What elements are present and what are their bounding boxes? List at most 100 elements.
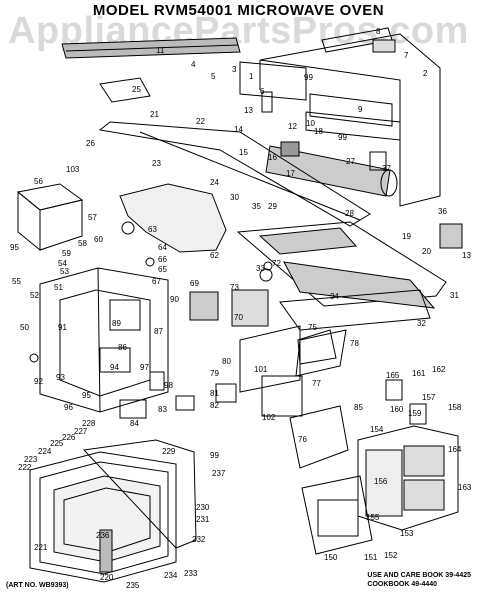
callout-83: 83: [158, 405, 167, 414]
callout-19: 19: [402, 232, 411, 241]
callout-58: 58: [78, 239, 87, 248]
callout-24: 24: [210, 178, 219, 187]
callout-18: 18: [314, 127, 323, 136]
callout-53: 53: [60, 267, 69, 276]
callout-60: 60: [94, 235, 103, 244]
callout-228: 228: [82, 419, 96, 428]
transformer: [189, 291, 219, 321]
callout-77: 77: [312, 379, 321, 388]
callout-35: 35: [252, 202, 261, 211]
callout-70: 70: [234, 313, 243, 322]
callout-65: 65: [158, 265, 167, 274]
callout-236: 236: [96, 531, 110, 540]
callout-72: 72: [272, 259, 281, 268]
callout-155: 155: [366, 513, 380, 522]
callout-27: 27: [346, 157, 355, 166]
callout-232: 232: [192, 535, 206, 544]
callout-81: 81: [210, 389, 219, 398]
callout-97: 97: [140, 363, 149, 372]
callout-31: 31: [450, 291, 459, 300]
callout-92: 92: [34, 377, 43, 386]
callout-220: 220: [100, 573, 114, 582]
inner-chamber: [239, 61, 401, 141]
callout-237: 237: [212, 469, 226, 478]
callout-150: 150: [324, 553, 338, 562]
callout-78: 78: [350, 339, 359, 348]
small-parts: [29, 77, 463, 425]
callout-99b: 99: [338, 133, 347, 142]
cookbook: COOKBOOK 49-4440: [367, 581, 438, 588]
fan-shroud: [119, 183, 227, 253]
side-panel: [289, 405, 349, 469]
callout-15: 15: [239, 148, 248, 157]
callout-94: 94: [110, 363, 119, 372]
callout-66: 66: [158, 255, 167, 264]
callout-50: 50: [20, 323, 29, 332]
callout-11: 11: [156, 46, 165, 55]
callout-67: 67: [152, 277, 161, 286]
callout-159: 159: [408, 409, 422, 418]
callout-85: 85: [354, 403, 363, 412]
callout-34: 34: [330, 292, 339, 301]
callout-7: 7: [404, 51, 409, 60]
diagram-title: MODEL RVM54001 MICROWAVE OVEN: [92, 2, 385, 19]
callout-32: 32: [417, 319, 426, 328]
callout-163: 163: [458, 483, 472, 492]
callout-55: 55: [12, 277, 21, 286]
callout-30: 30: [230, 193, 239, 202]
callout-96: 96: [64, 403, 73, 412]
callout-165: 165: [386, 371, 400, 380]
callout-234: 234: [164, 571, 178, 580]
callout-54: 54: [58, 259, 67, 268]
callout-225: 225: [50, 439, 64, 448]
callout-51: 51: [54, 283, 63, 292]
callout-4: 4: [191, 60, 196, 69]
callout-labels: 11 1 2 3 4 5 6 7 8 9 10 12 13 13 14 15 1…: [10, 27, 472, 590]
callout-160: 160: [390, 405, 404, 414]
callout-102: 102: [262, 413, 276, 422]
book-references: USE AND CARE BOOK 39-4425 COOKBOOK 49-44…: [367, 571, 471, 589]
callout-223: 223: [24, 455, 38, 464]
callout-93: 93: [56, 373, 65, 382]
callout-231: 231: [196, 515, 210, 524]
callout-26: 26: [86, 139, 95, 148]
callout-20: 20: [422, 247, 431, 256]
callout-154: 154: [370, 425, 384, 434]
callout-59: 59: [62, 249, 71, 258]
callout-64: 64: [158, 243, 167, 252]
callout-22: 22: [196, 117, 205, 126]
air-duct: [98, 121, 371, 227]
callout-162: 162: [432, 365, 446, 374]
callout-33: 33: [256, 264, 265, 273]
callout-227: 227: [74, 427, 88, 436]
callout-158: 158: [448, 403, 462, 412]
callout-79: 79: [210, 369, 219, 378]
callout-36: 36: [438, 207, 447, 216]
callout-222: 222: [18, 463, 32, 472]
callout-226: 226: [62, 433, 76, 442]
callout-73: 73: [230, 283, 239, 292]
callout-9: 9: [358, 105, 363, 114]
vent-strip: [61, 37, 241, 59]
art-number: (ART NO. WB9393): [6, 582, 69, 589]
callout-229: 229: [162, 447, 176, 456]
callout-164: 164: [448, 445, 462, 454]
callout-57: 57: [88, 213, 97, 222]
callout-37: 37: [382, 164, 391, 173]
callout-6: 6: [260, 87, 265, 96]
callout-21: 21: [150, 110, 159, 119]
callout-1: 1: [249, 72, 254, 81]
callout-82: 82: [210, 401, 219, 410]
callout-156: 156: [374, 477, 388, 486]
callout-17: 17: [286, 169, 295, 178]
callout-84: 84: [130, 419, 139, 428]
callout-151: 151: [364, 553, 378, 562]
callout-157: 157: [422, 393, 436, 402]
callout-29: 29: [268, 202, 277, 211]
callout-99a: 99: [304, 73, 313, 82]
callout-10: 10: [306, 119, 315, 128]
fan-assembly: [265, 141, 398, 197]
callout-86: 86: [118, 343, 127, 352]
grease-filter: [236, 221, 447, 331]
